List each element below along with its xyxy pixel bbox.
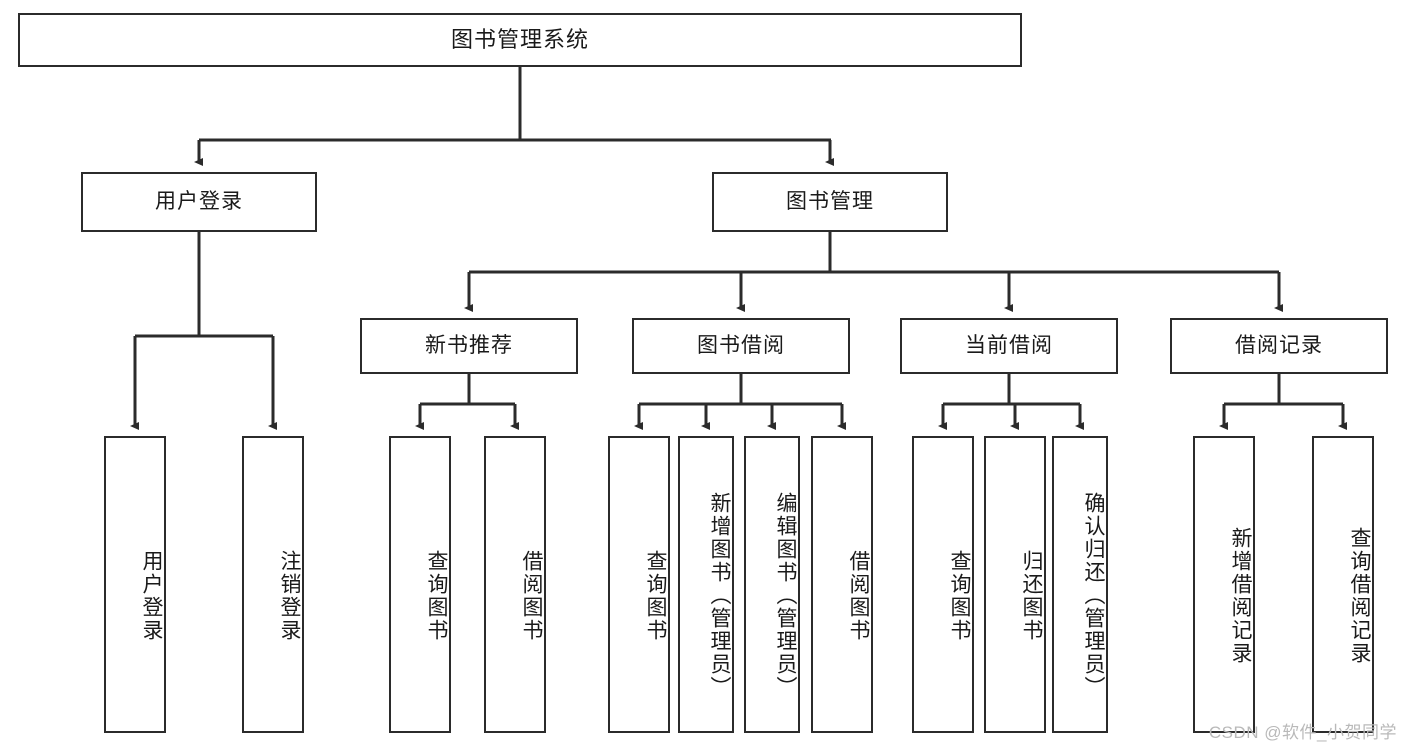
- node-label: 查询借阅记录: [1348, 526, 1371, 665]
- node-label: 编辑图书（管理员）: [774, 492, 797, 699]
- leaf-return-books[interactable]: 归还图书: [984, 436, 1046, 733]
- csdn-watermark: CSDN @软件_小贺同学: [1208, 723, 1397, 742]
- node-root[interactable]: 图书管理系统: [18, 13, 1022, 67]
- leaf-confirm-return-admin[interactable]: 确认归还（管理员）: [1052, 436, 1108, 733]
- node-user-login[interactable]: 用户登录: [81, 172, 317, 232]
- node-label: 用户登录: [140, 549, 163, 642]
- node-book-management[interactable]: 图书管理: [712, 172, 948, 232]
- leaf-query-borrow-record[interactable]: 查询借阅记录: [1312, 436, 1374, 733]
- node-label: 借阅图书: [847, 549, 870, 642]
- node-label: 查询图书: [644, 549, 667, 642]
- node-label: 注销登录: [278, 549, 301, 642]
- leaf-edit-book-admin[interactable]: 编辑图书（管理员）: [744, 436, 800, 733]
- leaf-query-books-current[interactable]: 查询图书: [912, 436, 974, 733]
- leaf-add-book-admin[interactable]: 新增图书（管理员）: [678, 436, 734, 733]
- node-label: 查询图书: [425, 549, 448, 642]
- leaf-query-books-recommend[interactable]: 查询图书: [389, 436, 451, 733]
- node-label: 新增图书（管理员）: [708, 492, 731, 699]
- node-label: 用户登录: [155, 190, 243, 214]
- leaf-borrow-books-borrowing[interactable]: 借阅图书: [811, 436, 873, 733]
- node-label: 新书推荐: [425, 334, 513, 358]
- node-label: 新增借阅记录: [1229, 526, 1252, 665]
- node-book-borrowing[interactable]: 图书借阅: [632, 318, 850, 374]
- leaf-logout[interactable]: 注销登录: [242, 436, 304, 733]
- node-label: 借阅记录: [1235, 334, 1323, 358]
- node-label: 图书管理系统: [450, 26, 589, 52]
- leaf-user-login[interactable]: 用户登录: [104, 436, 166, 733]
- node-label: 查询图书: [948, 549, 971, 642]
- node-label: 当前借阅: [965, 334, 1053, 358]
- node-borrow-records[interactable]: 借阅记录: [1170, 318, 1388, 374]
- node-label: 借阅图书: [520, 549, 543, 642]
- node-label: 图书管理: [786, 190, 874, 214]
- node-label: 确认归还（管理员）: [1082, 492, 1105, 699]
- node-new-book-recommendation[interactable]: 新书推荐: [360, 318, 578, 374]
- node-current-borrowing[interactable]: 当前借阅: [900, 318, 1118, 374]
- leaf-borrow-books-recommend[interactable]: 借阅图书: [484, 436, 546, 733]
- node-label: 图书借阅: [697, 334, 785, 358]
- leaf-query-books-borrowing[interactable]: 查询图书: [608, 436, 670, 733]
- leaf-add-borrow-record[interactable]: 新增借阅记录: [1193, 436, 1255, 733]
- node-label: 归还图书: [1020, 549, 1043, 642]
